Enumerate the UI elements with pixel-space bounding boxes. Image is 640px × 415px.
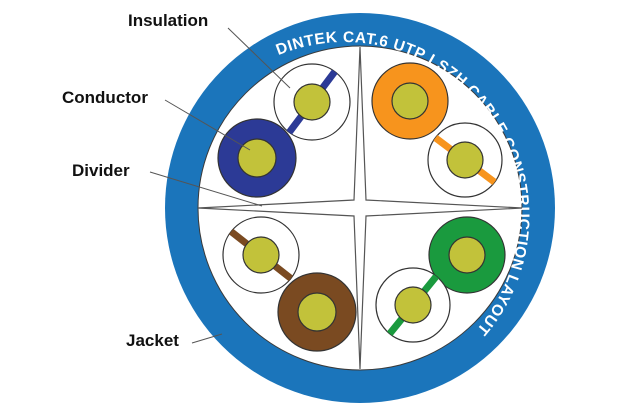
orange-conductor [391, 82, 429, 120]
pair-orange [371, 62, 503, 198]
white-blue-conductor [293, 83, 331, 121]
divider-cross [197, 46, 523, 370]
pair-green [375, 216, 506, 343]
conductor-label: Conductor [62, 88, 148, 107]
jacket-label: Jacket [126, 331, 179, 350]
brown-conductor [297, 292, 337, 332]
white-orange-conductor [446, 141, 484, 179]
jacket-leader [191, 333, 223, 344]
pair-blue [217, 63, 351, 198]
pair-brown [222, 216, 357, 352]
conductor-leader [164, 99, 251, 151]
blue-conductor [237, 138, 277, 178]
divider-label: Divider [72, 161, 130, 180]
insulation-label: Insulation [128, 11, 208, 30]
white-green-conductor [394, 286, 432, 324]
insulation-leader [227, 27, 291, 89]
green-conductor [448, 236, 486, 274]
divider-leader [149, 171, 263, 207]
white-brown-conductor [242, 236, 280, 274]
